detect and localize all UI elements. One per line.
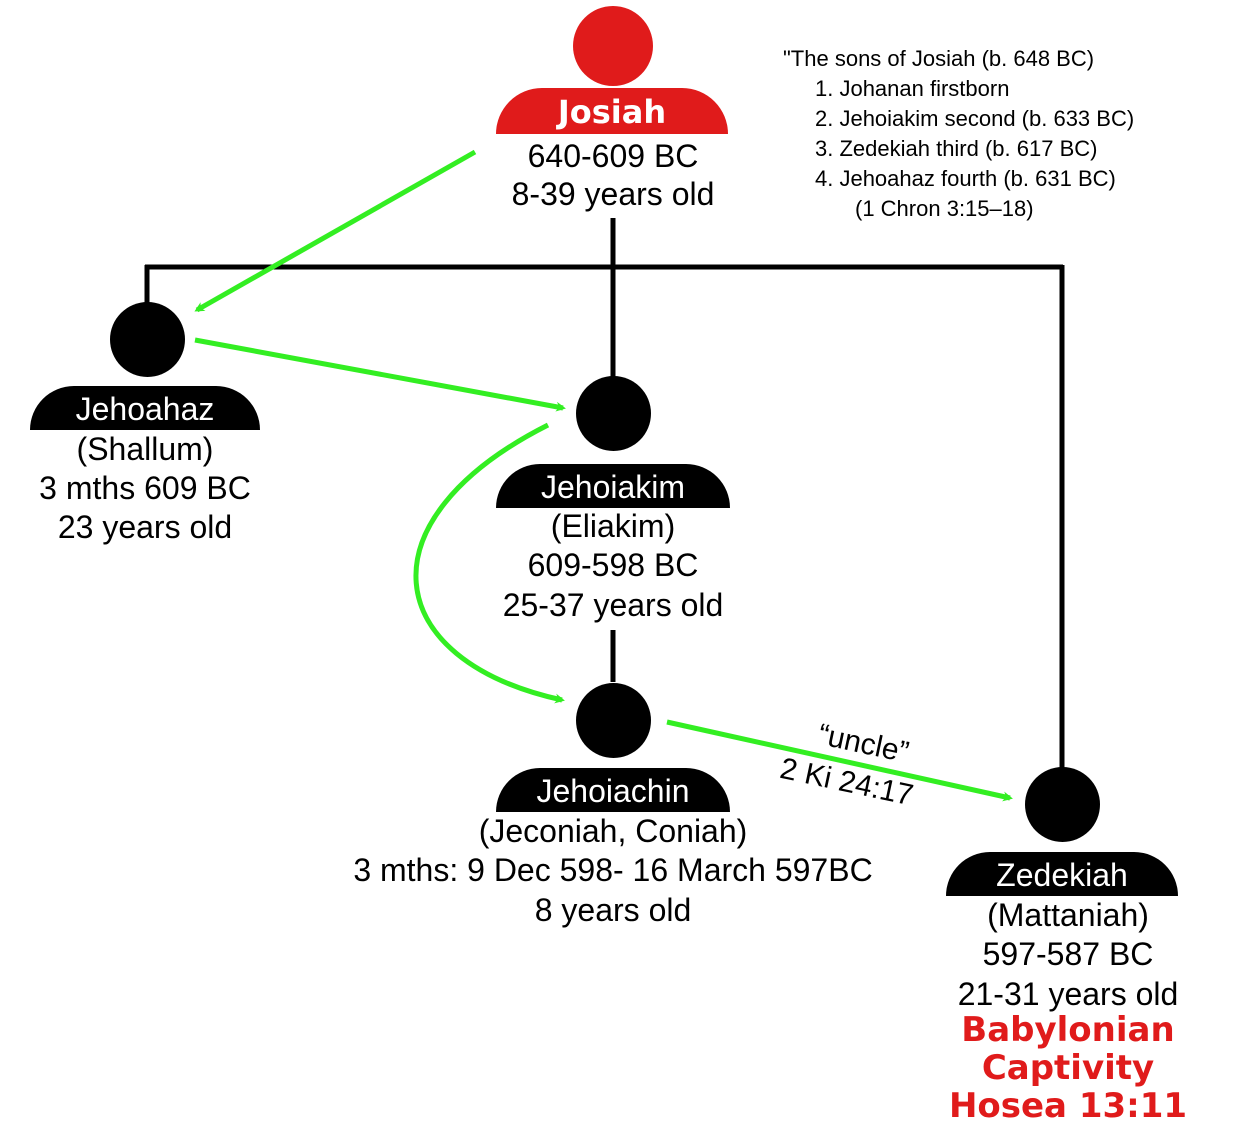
jehoiachin-reign: 3 mths: 9 Dec 598- 16 March 597BC bbox=[353, 852, 873, 888]
zedekiah-reign: 597-587 BC bbox=[982, 936, 1154, 972]
josiah-name: Josiah bbox=[557, 93, 667, 131]
arrow-jehoiachin-to-zedekiah bbox=[666, 719, 1013, 802]
josiah-reign: 640-609 BC bbox=[527, 138, 699, 174]
josiah-head bbox=[573, 6, 653, 86]
jehoahaz-reign: 3 mths 609 BC bbox=[39, 470, 251, 506]
josiah-name-badge: Josiah bbox=[496, 88, 728, 134]
zedekiah-age: 21-31 years old bbox=[957, 976, 1179, 1012]
jehoiachin-alias: (Jeconiah, Coniah) bbox=[478, 813, 748, 849]
jehoahaz-name: Jehoahaz bbox=[75, 391, 215, 427]
jehoahaz-age: 23 years old bbox=[57, 509, 233, 545]
jehoiachin-name: Jehoiachin bbox=[536, 773, 690, 809]
jehoiachin-age: 8 years old bbox=[534, 892, 692, 928]
captivity-line-3: Hosea 13:11 bbox=[948, 1086, 1188, 1126]
zedekiah-alias: (Mattaniah) bbox=[987, 897, 1149, 933]
captivity-line-1: Babylonian bbox=[961, 1010, 1175, 1050]
arrow-jehoiakim-to-jehoiachin bbox=[413, 422, 565, 704]
jehoahaz-name-badge: Jehoahaz bbox=[30, 386, 260, 430]
sons-note: "The sons of Josiah (b. 648 BC) 1. Johan… bbox=[783, 44, 1134, 224]
sons-note-item: 1. Johanan firstborn bbox=[815, 76, 1010, 101]
jehoahaz-alias: (Shallum) bbox=[76, 431, 214, 467]
josiah-age: 8-39 years old bbox=[511, 176, 715, 212]
jehoiakim-reign: 609-598 BC bbox=[527, 547, 699, 583]
sons-note-header: "The sons of Josiah (b. 648 BC) bbox=[783, 46, 1095, 71]
sons-note-item: 2. Jehoiakim second (b. 633 BC) bbox=[815, 106, 1135, 131]
arrow-jehoahaz-to-jehoiakim bbox=[194, 337, 566, 412]
jehoahaz-head bbox=[110, 302, 185, 377]
jehoiakim-name: Jehoiakim bbox=[540, 469, 686, 505]
jehoiakim-alias: (Eliakim) bbox=[550, 508, 676, 544]
sons-note-item: 4. Jehoahaz fourth (b. 631 BC) bbox=[815, 166, 1116, 191]
jehoiakim-head bbox=[576, 376, 651, 451]
zedekiah-name-badge: Zedekiah bbox=[946, 852, 1178, 896]
jehoiachin-head bbox=[576, 683, 651, 758]
zedekiah-name: Zedekiah bbox=[996, 857, 1128, 893]
arrow-josiah-to-jehoahaz bbox=[194, 149, 477, 313]
jehoiakim-name-badge: Jehoiakim bbox=[496, 464, 730, 508]
captivity-line-2: Captivity bbox=[981, 1048, 1155, 1088]
zedekiah-head bbox=[1025, 767, 1100, 842]
jehoiakim-age: 25-37 years old bbox=[502, 587, 724, 623]
sons-note-item: 3. Zedekiah third (b. 617 BC) bbox=[815, 136, 1098, 161]
jehoiachin-name-badge: Jehoiachin bbox=[496, 768, 730, 812]
sons-note-reference: (1 Chron 3:15–18) bbox=[855, 196, 1034, 221]
